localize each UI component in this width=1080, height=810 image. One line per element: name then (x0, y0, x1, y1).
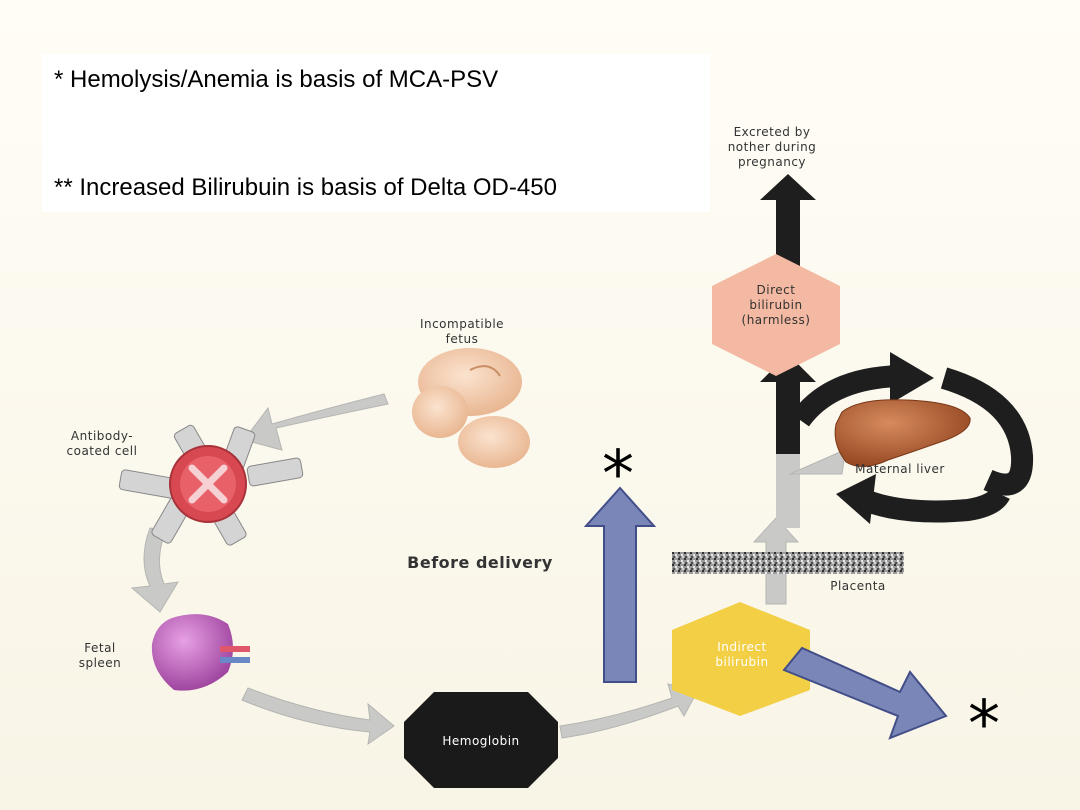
fetal-spleen-label-1: Fetal (84, 641, 116, 655)
direct-label-3: (harmless) (742, 313, 811, 327)
excreted-label-1: Excreted by (734, 125, 811, 139)
black-arrow-to-excreted (760, 174, 816, 270)
blue-arrow-right (782, 646, 948, 740)
arrow-cell-to-spleen (130, 527, 179, 613)
antibody-label-2: coated cell (67, 444, 138, 458)
arrow-spleen-to-hemoglobin (241, 687, 395, 746)
fetus-icon (412, 348, 530, 468)
note-hemolysis: * Hemolysis/Anemia is basis of MCA-PSV (54, 66, 499, 93)
direct-bilirubin-hexagon (712, 254, 840, 376)
notes-box: * Hemolysis/Anemia is basis of MCA-PSV *… (42, 54, 710, 212)
arrow-hemoglobin-to-indirect (559, 683, 699, 739)
direct-label-2: bilirubin (749, 298, 802, 312)
hemoglobin-hexagon (404, 692, 558, 788)
placenta-label: Placenta (830, 579, 886, 593)
indirect-label-1: Indirect (717, 640, 766, 654)
indirect-bilirubin-hexagon (672, 602, 810, 716)
maternal-liver-label: Maternal liver (855, 462, 945, 476)
blue-arrow-up (583, 486, 657, 683)
indirect-label-2: bilirubin (715, 655, 768, 669)
fetal-spleen-label-2: spleen (79, 656, 122, 670)
antibody-coated-cell-icon (118, 424, 304, 546)
fetal-spleen-icon (151, 614, 250, 691)
liver-cycle-arrows (791, 352, 1034, 524)
incompatible-label-2: fetus (446, 332, 479, 346)
direct-label-1: Direct (757, 283, 796, 297)
arrow-placenta-to-liver (776, 444, 847, 528)
asterisk-lower: * (968, 688, 1000, 762)
maternal-liver-icon (834, 399, 971, 467)
incompatible-label-1: Incompatible (420, 317, 504, 331)
before-delivery-label: Before delivery (407, 553, 553, 572)
excreted-label-2: nother during (728, 140, 817, 154)
placenta-bar (672, 552, 904, 574)
hemoglobin-label: Hemoglobin (442, 734, 519, 748)
antibody-label-1: Antibody- (71, 429, 133, 443)
note-bilirubin: ** Increased Bilirubuin is basis of Delt… (54, 174, 557, 201)
excreted-label-3: pregnancy (738, 155, 806, 169)
asterisk-upper: * (602, 438, 634, 512)
arrow-fetus-to-cell (243, 393, 389, 451)
